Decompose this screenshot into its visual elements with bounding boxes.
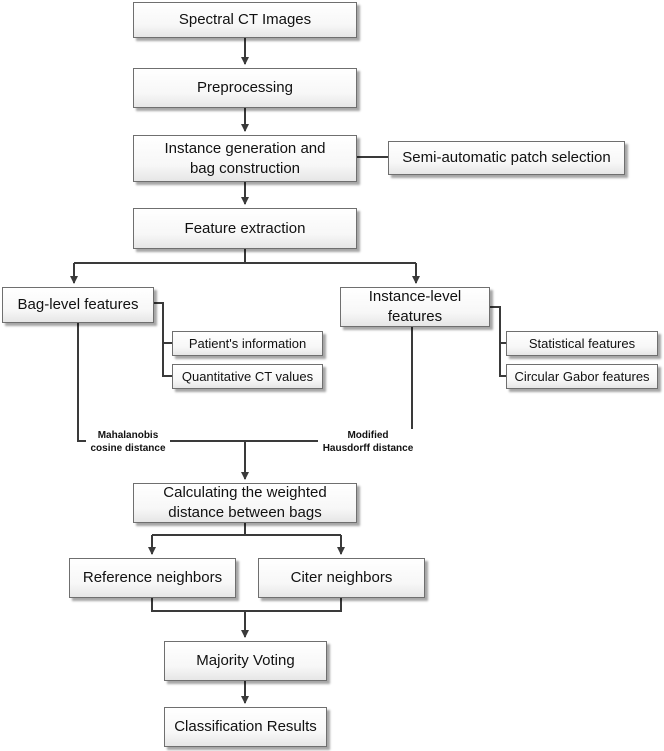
node-reference-neighbors: Reference neighbors [69,558,236,598]
node-spectral-ct-images: Spectral CT Images [133,2,357,38]
node-statistical-features: Statistical features [506,331,658,356]
edge-label-mahalanobis: Mahalanobis cosine distance [86,429,170,455]
node-preprocessing: Preprocessing [133,68,357,108]
node-weighted-distance: Calculating the weighted distance betwee… [133,483,357,523]
edge-label-modified-hausdorff: Modified Hausdorff distance [318,429,418,455]
node-majority-voting: Majority Voting [164,641,327,681]
node-feature-extraction: Feature extraction [133,208,357,249]
node-bag-level-features: Bag-level features [2,287,154,323]
bracket-instance-level [490,306,506,377]
node-semi-automatic-patch-selection: Semi-automatic patch selection [388,141,625,175]
bracket-bag-level [153,302,172,377]
connector-neighbors-merge [151,598,342,612]
node-citer-neighbors: Citer neighbors [258,558,425,598]
node-instance-generation: Instance generation and bag construction [133,135,357,182]
connector-bag-to-merge [77,322,245,442]
node-circular-gabor-features: Circular Gabor features [506,364,658,389]
node-classification-results: Classification Results [164,707,327,747]
node-instance-level-features: Instance-level features [340,287,490,327]
node-patients-information: Patient's information [172,331,323,356]
node-quantitative-ct-values: Quantitative CT values [172,364,323,389]
